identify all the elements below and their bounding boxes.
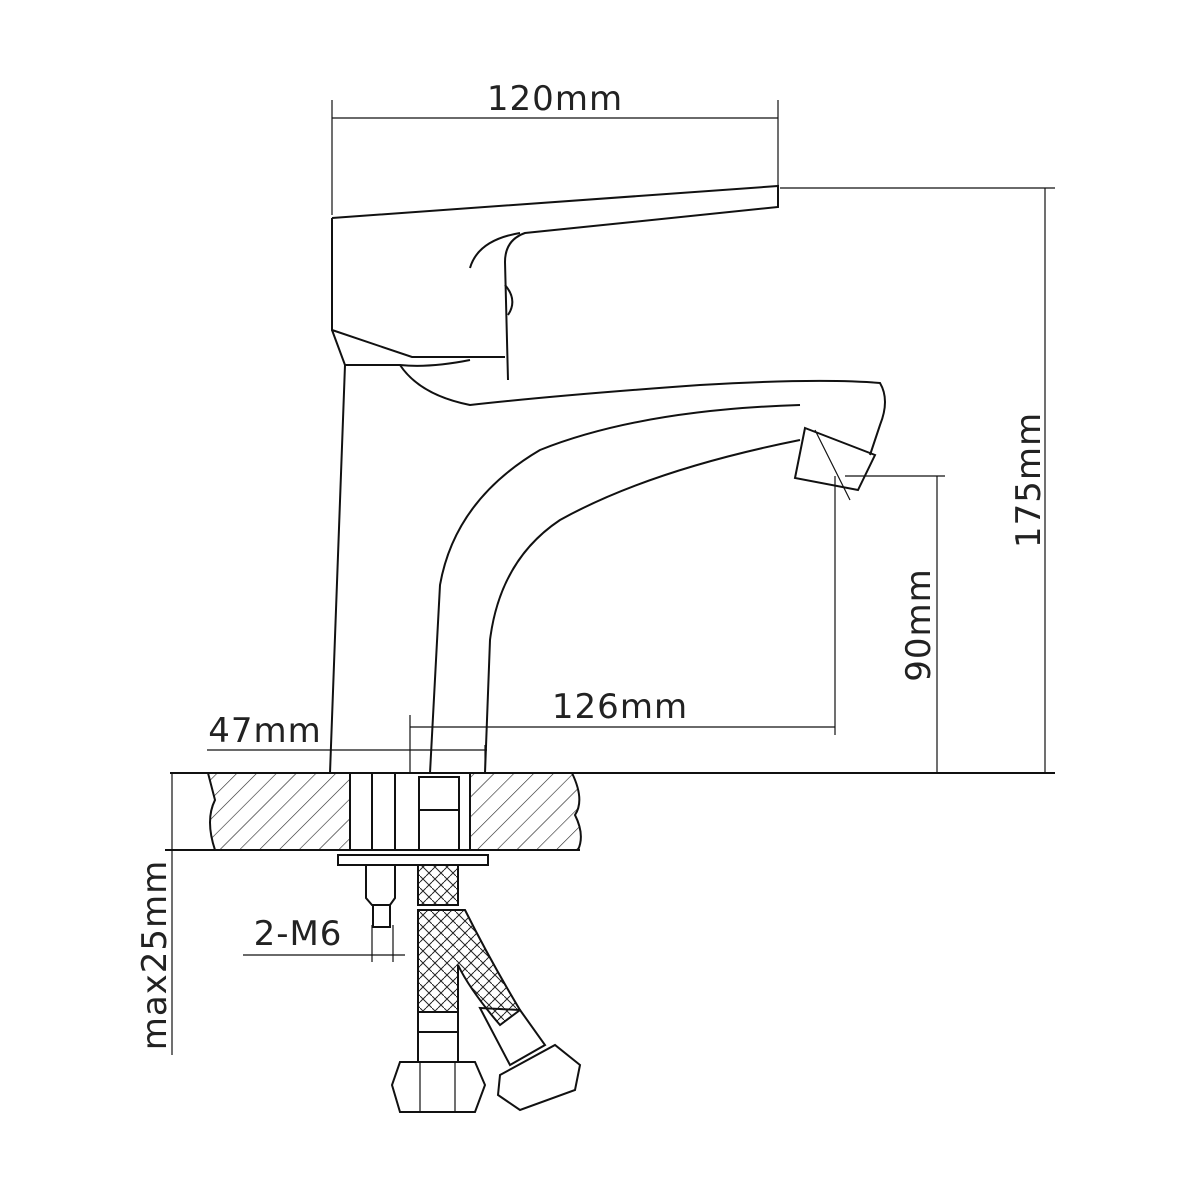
dim-label-90mm: 90mm <box>899 568 939 682</box>
mounting-stud <box>365 865 396 928</box>
aerator <box>793 426 877 492</box>
dimension-126mm: 126mm <box>409 476 836 773</box>
dimension-max25mm: max25mm <box>135 773 175 1055</box>
dim-label-47mm: 47mm <box>208 711 322 751</box>
dim-label-126mm: 126mm <box>552 687 688 727</box>
dim-label-120mm: 120mm <box>487 79 623 119</box>
faucet-body <box>329 329 886 774</box>
dimension-120mm: 120mm <box>331 79 779 215</box>
lever-handle <box>331 184 779 381</box>
dimension-2-m6: 2-M6 <box>243 914 405 962</box>
dimension-47mm: 47mm <box>207 711 487 773</box>
dimension-175mm: 175mm <box>485 187 1055 774</box>
dim-label-2-m6: 2-M6 <box>254 914 343 954</box>
dim-label-175mm: 175mm <box>1009 412 1049 548</box>
countertop-section <box>165 772 1055 866</box>
dim-label-max25mm: max25mm <box>135 860 175 1051</box>
supply-hoses <box>390 864 582 1113</box>
dimension-90mm: 90mm <box>845 475 945 773</box>
